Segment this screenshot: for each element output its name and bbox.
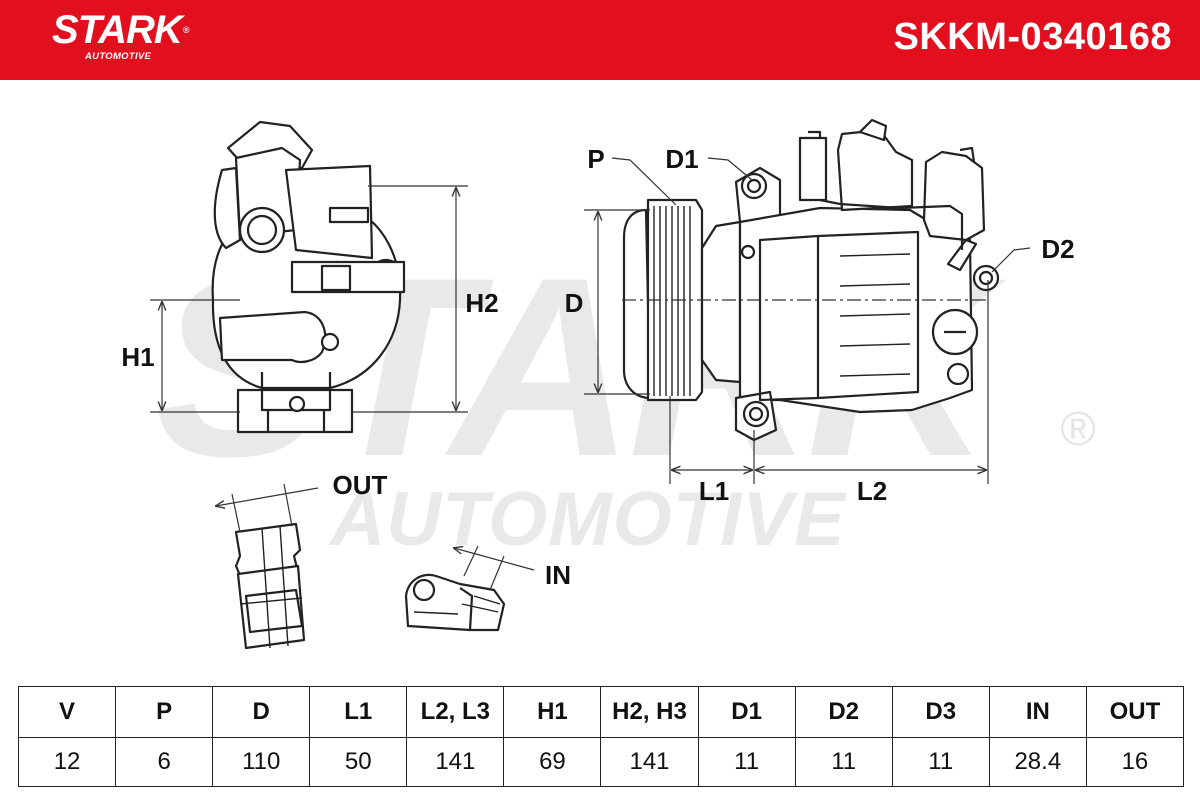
- specs-value-cell: 141: [406, 737, 505, 787]
- label-l2: L2: [857, 476, 887, 506]
- dimension-l1-l2: [669, 280, 989, 484]
- specs-header-cell: V: [17, 686, 117, 738]
- brand-subtitle: AUTOMOTIVE: [85, 51, 152, 62]
- specs-value-cell: 28.4: [988, 737, 1087, 787]
- label-d: D: [565, 288, 584, 318]
- specs-value-cell: 16: [1085, 737, 1185, 787]
- specs-header-cell: P: [115, 686, 214, 738]
- specs-value-cell: 141: [600, 737, 699, 787]
- dimension-in: [454, 545, 535, 591]
- watermark-reg: ®: [1060, 403, 1095, 456]
- specs-value-cell: 11: [794, 737, 893, 787]
- label-in: IN: [545, 560, 571, 590]
- specs-header-cell: D3: [891, 686, 990, 738]
- specs-header-cell: OUT: [1085, 686, 1185, 738]
- dimension-d: [584, 209, 990, 395]
- specs-header-cell: IN: [988, 686, 1087, 738]
- specs-value-cell: 50: [309, 737, 408, 787]
- brand-logo: STARK® AUTOMOTIVE: [52, 8, 190, 62]
- label-d2: D2: [1041, 234, 1074, 264]
- label-d1: D1: [665, 144, 698, 174]
- dimension-h1: [150, 299, 240, 413]
- specs-header-cell: D: [212, 686, 311, 738]
- dimension-h2: [352, 185, 468, 413]
- label-l1: L1: [699, 476, 729, 506]
- specs-header-cell: D1: [697, 686, 796, 738]
- header-bar: STARK® AUTOMOTIVE SKKM-0340168: [0, 0, 1200, 80]
- specs-value-row: 12 6 110 50 141 69 141 11 11 11 28.4 16: [17, 737, 1185, 787]
- label-h1: H1: [121, 342, 154, 372]
- label-h2: H2: [465, 288, 498, 318]
- technical-drawing: STARK ® AUTOMOTIVE H1 H2: [121, 118, 1096, 650]
- out-fitting: [234, 522, 306, 650]
- label-p: P: [587, 144, 604, 174]
- part-number: SKKM-0340168: [893, 16, 1172, 58]
- in-fitting: [404, 573, 506, 632]
- dimension-out: [216, 483, 319, 533]
- brand-name: STARK: [52, 8, 183, 52]
- specs-header-cell: L1: [309, 686, 408, 738]
- specs-header-row: V P D L1 L2, L3 H1 H2, H3 D1 D2 D3 IN OU…: [17, 686, 1185, 738]
- specs-value-cell: 12: [17, 737, 117, 787]
- specs-header-cell: H1: [503, 686, 602, 738]
- compressor-side-view: [211, 120, 406, 434]
- specs-header-cell: H2, H3: [600, 686, 699, 738]
- specs-value-cell: 110: [212, 737, 311, 787]
- leader-p: [611, 157, 677, 206]
- watermark-word-automotive: AUTOMOTIVE: [328, 477, 847, 562]
- specs-header-cell: L2, L3: [406, 686, 505, 738]
- specs-table: V P D L1 L2, L3 H1 H2, H3 D1 D2 D3 IN OU…: [17, 686, 1185, 787]
- specs-value-cell: 69: [503, 737, 602, 787]
- specs-value-cell: 6: [115, 737, 214, 787]
- leader-d1: [707, 157, 753, 181]
- brand-registered-mark: ®: [182, 25, 190, 35]
- compressor-front-view: [622, 118, 1000, 442]
- specs-header-cell: D2: [794, 686, 893, 738]
- specs-value-cell: 11: [891, 737, 990, 787]
- specs-value-cell: 11: [697, 737, 796, 787]
- leader-d2: [991, 247, 1031, 273]
- label-out: OUT: [333, 470, 388, 500]
